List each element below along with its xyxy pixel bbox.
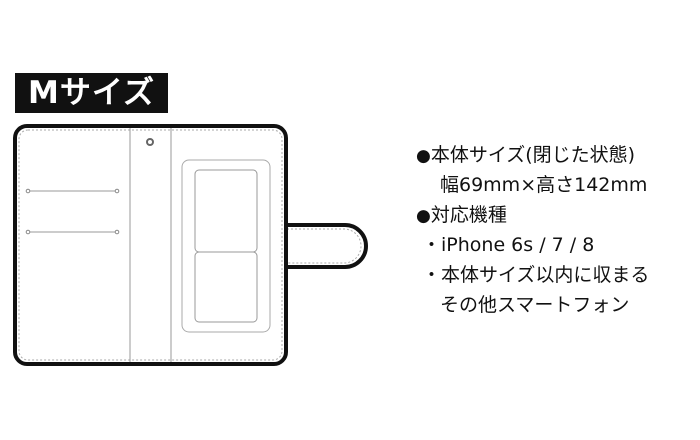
bullet-icon: ● [416, 206, 431, 226]
compatible-item: その他スマートフォン [440, 294, 630, 316]
phone-holder [181, 159, 271, 333]
compatible-item: ・iPhone 6s / 7 / 8 [422, 234, 595, 256]
body-size-heading-text: 本体サイズ(閉じた状態) [430, 144, 636, 166]
spec-list: ●本体サイズ(閉じた状態) 幅69mm×高さ142mm ●対応機種 ・iPhon… [416, 140, 649, 320]
strap-stitch [287, 228, 362, 264]
strap-ring-icon [146, 138, 154, 146]
compatible-heading-text: 対応機種 [430, 204, 507, 226]
body-size-heading: ●本体サイズ(閉じた状態) [416, 140, 649, 170]
phone-window-bottom [194, 251, 258, 323]
compatible-heading: ●対応機種 [416, 200, 649, 230]
case-body [13, 124, 288, 366]
compatible-item: ・本体サイズ以内に収まる [422, 264, 650, 286]
bullet-icon: ● [416, 146, 431, 166]
size-label: Mサイズ [15, 73, 168, 113]
card-slot-line [25, 188, 120, 194]
case-strap [285, 223, 368, 269]
body-size-value: 幅69mm×高さ142mm [440, 174, 648, 196]
card-slot-line [25, 229, 120, 235]
case-stitch [18, 129, 283, 361]
